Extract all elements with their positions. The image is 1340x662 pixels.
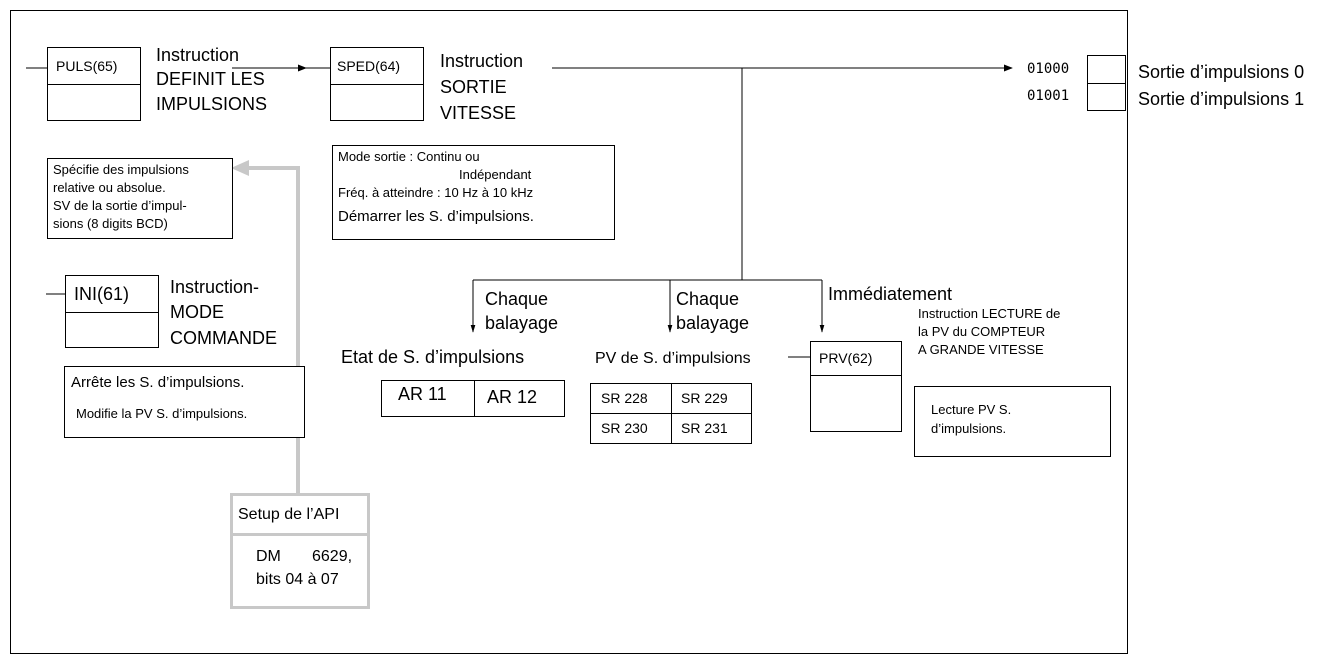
status-register-box: AR 11 AR 12 bbox=[381, 380, 565, 417]
ini-desc-line2: Modifie la PV S. d’impulsions. bbox=[76, 406, 248, 421]
pv-cell-sr229: SR 229 bbox=[681, 390, 728, 406]
setup-line2: bits 04 à 07 bbox=[256, 571, 339, 588]
branch-scan2-line1: Chaque bbox=[676, 289, 740, 309]
output-address-0: 01000 bbox=[1027, 61, 1070, 77]
ini-title-line1: Instruction- bbox=[170, 277, 260, 297]
status-title: Etat de S. d’impulsions bbox=[341, 347, 525, 367]
pv-cell-sr231: SR 231 bbox=[681, 420, 728, 436]
puls-desc-line4: sions (8 digits BCD) bbox=[53, 216, 168, 231]
ini-desc-line1: Arrête les S. d’impulsions. bbox=[71, 374, 245, 391]
sped-desc-line1: Mode sortie : Continu ou bbox=[338, 149, 480, 164]
prv-instruction-box: PRV(62) bbox=[810, 341, 902, 432]
branch-scan1-line2: balayage bbox=[485, 313, 559, 333]
output-coil-box bbox=[1087, 55, 1126, 111]
prv-desc-line2: d’impulsions. bbox=[931, 421, 1007, 436]
ini-title-line2: MODE bbox=[170, 302, 224, 322]
pv-cell-sr228: SR 228 bbox=[601, 390, 648, 406]
prv-description-box: Lecture PV S. d’impulsions. bbox=[914, 386, 1111, 457]
prv-box-label: PRV(62) bbox=[819, 350, 873, 366]
branch-immediate: Immédiatement bbox=[828, 284, 953, 304]
setup-grey-arrowhead bbox=[231, 160, 249, 176]
sped-desc-line4: Démarrer les S. d’impulsions. bbox=[338, 208, 534, 225]
setup-line1: DM 6629, bbox=[256, 548, 353, 565]
status-cell-ar11: AR 11 bbox=[398, 384, 447, 404]
output-label-1: Sortie d’impulsions 1 bbox=[1138, 89, 1305, 109]
sped-description-box: Mode sortie : Continu ou Indépendant Fré… bbox=[332, 145, 615, 240]
puls-title-line2: DEFINIT LES bbox=[156, 69, 265, 89]
sped-instruction-box: SPED(64) bbox=[330, 47, 424, 121]
prv-title-line1: Instruction LECTURE de bbox=[918, 306, 1061, 321]
pv-cell-sr230: SR 230 bbox=[601, 420, 648, 436]
pv-title: PV de S. d’impulsions bbox=[595, 350, 751, 367]
sped-box-label: SPED(64) bbox=[337, 58, 401, 74]
prv-title-line3: A GRANDE VITESSE bbox=[918, 342, 1044, 357]
sped-desc-line3: Fréq. à atteindre : 10 Hz à 10 kHz bbox=[338, 185, 534, 200]
output-address-1: 01001 bbox=[1027, 88, 1070, 104]
puls-desc-line1: Spécifie des impulsions bbox=[53, 162, 189, 177]
output-label-0: Sortie d’impulsions 0 bbox=[1138, 62, 1305, 82]
prv-title-line2: la PV du COMPTEUR bbox=[918, 324, 1046, 339]
puls-description-box: Spécifie des impulsions relative ou abso… bbox=[47, 158, 233, 239]
puls-title-line3: IMPULSIONS bbox=[156, 94, 268, 114]
diagram-frame bbox=[10, 10, 1128, 654]
pv-register-box: SR 228 SR 229 SR 230 SR 231 bbox=[590, 383, 752, 444]
puls-box-label: PULS(65) bbox=[56, 58, 118, 74]
puls-desc-line2: relative ou absolue. bbox=[53, 180, 166, 195]
setup-api-box: Setup de l’API DM 6629, bits 04 à 07 bbox=[230, 493, 370, 609]
sped-title-line2: SORTIE bbox=[440, 77, 507, 97]
puls-instruction-box: PULS(65) bbox=[47, 47, 141, 121]
prv-desc-line1: Lecture PV S. bbox=[931, 402, 1012, 417]
sped-title-line1: Instruction bbox=[440, 51, 524, 71]
ini-box-label: INI(61) bbox=[74, 284, 130, 304]
sped-desc-line2: Indépendant bbox=[459, 167, 532, 182]
branch-scan2-line2: balayage bbox=[676, 313, 750, 333]
ini-title-line3: COMMANDE bbox=[170, 328, 277, 348]
setup-title: Setup de l’API bbox=[238, 506, 340, 523]
ini-description-box: Arrête les S. d’impulsions. Modifie la P… bbox=[64, 366, 305, 438]
sped-title-line3: VITESSE bbox=[440, 103, 517, 123]
branch-scan1-line1: Chaque bbox=[485, 289, 549, 309]
ini-instruction-box: INI(61) bbox=[65, 275, 159, 348]
status-cell-ar12: AR 12 bbox=[487, 387, 538, 407]
puls-desc-line3: SV de la sortie d’impul- bbox=[53, 198, 187, 213]
puls-title-line1: Instruction bbox=[156, 45, 240, 65]
